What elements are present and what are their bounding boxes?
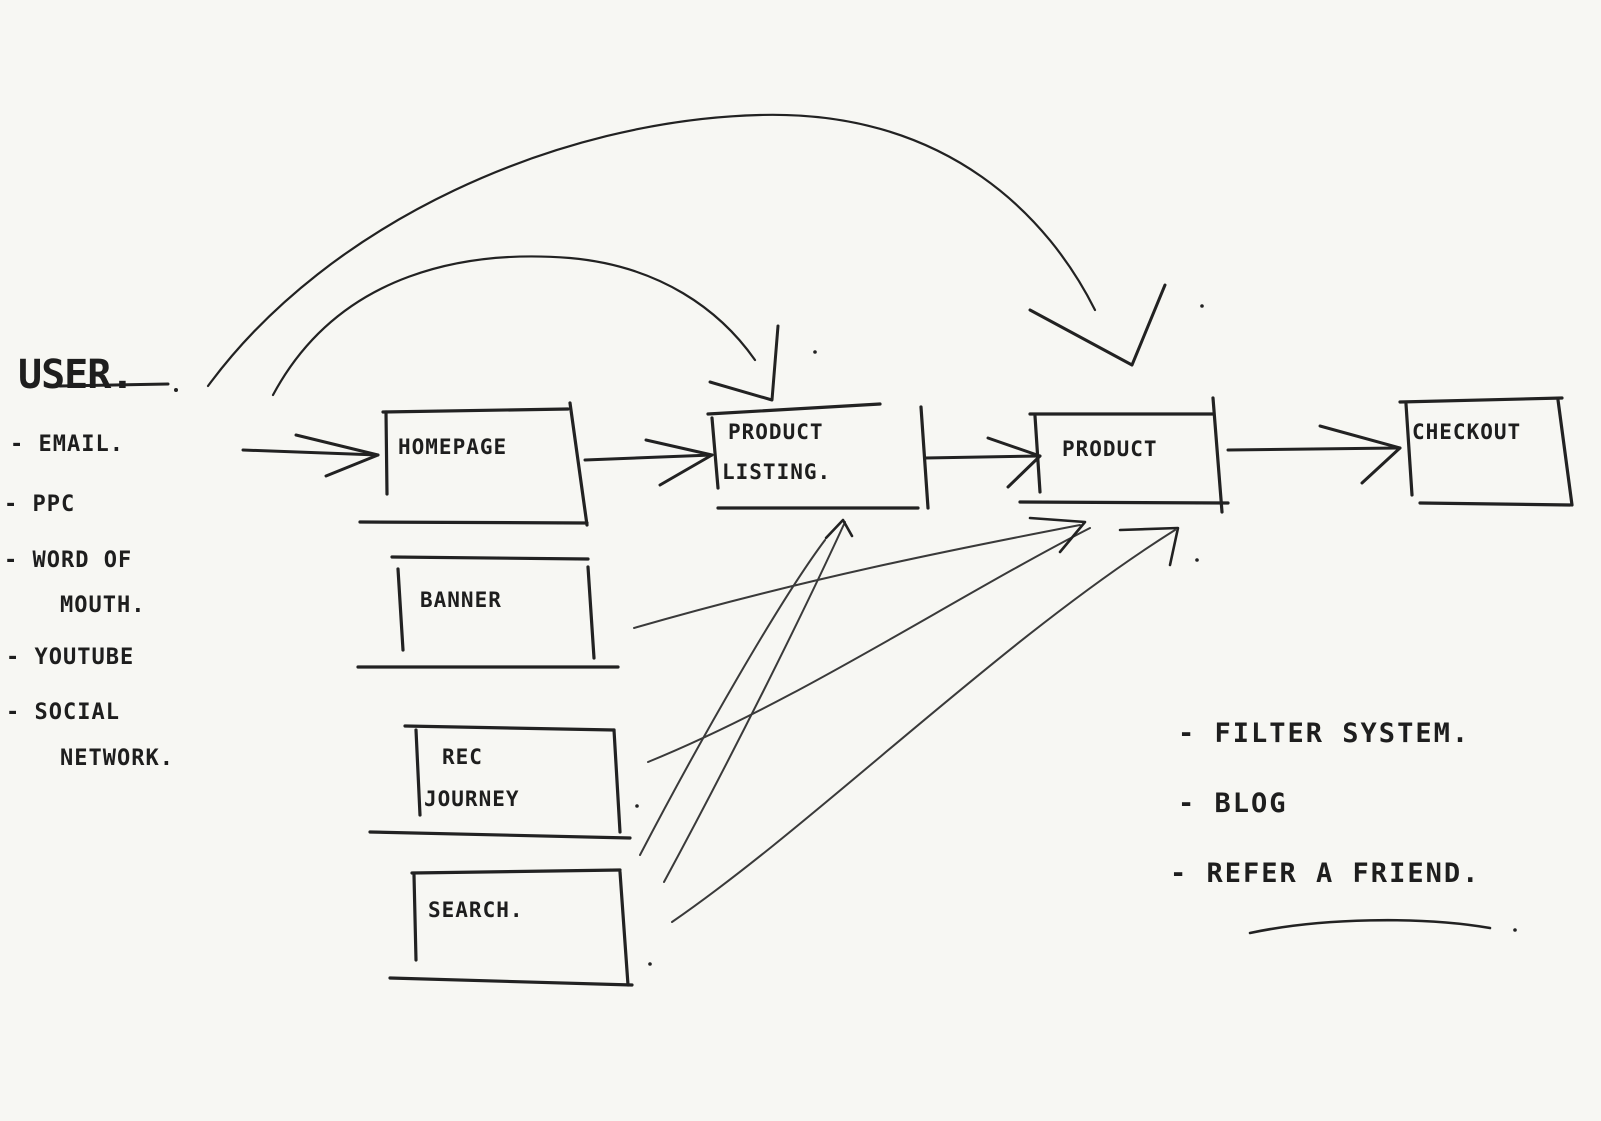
- arrow-rec-product: [647, 527, 1091, 763]
- note-refer-a-friend: - REFER A FRIEND.: [1170, 858, 1481, 889]
- source-email: - EMAIL.: [10, 432, 124, 457]
- arc-user-to-product: [206, 113, 1097, 388]
- source-ppc: - PPC: [4, 492, 76, 517]
- note-filter-system: - FILTER SYSTEM.: [1178, 718, 1471, 749]
- rec-journey-box-shape: [368, 724, 632, 840]
- arrow-product-checkout: [1226, 446, 1402, 452]
- arrow-listing-product: [923, 454, 1042, 460]
- checkout-box-shape: [1398, 396, 1574, 507]
- product-listing-box-shape: [706, 402, 930, 510]
- user-underline: [58, 382, 170, 388]
- arrow-rec-listing: [639, 539, 826, 856]
- notes-underline: [1248, 918, 1492, 935]
- arrow-search-listing: [663, 521, 846, 883]
- user-title: USER.: [18, 352, 134, 398]
- rec-journey-label-line1: REC: [442, 745, 483, 769]
- source-mouth: MOUTH.: [60, 593, 146, 618]
- source-youtube: - YOUTUBE: [6, 645, 135, 670]
- checkout-label: CHECKOUT: [1412, 420, 1522, 444]
- arrow-search-product: [671, 529, 1176, 923]
- product-label: PRODUCT: [1062, 437, 1158, 461]
- banner-label: BANNER: [420, 588, 502, 612]
- homepage-box-shape: [358, 401, 589, 527]
- arrow-user-homepage: [241, 448, 380, 457]
- arc-arrow-head-product: [1028, 283, 1167, 367]
- source-network: NETWORK.: [60, 746, 174, 771]
- arrow-homepage-listing: [583, 453, 714, 462]
- search-label: SEARCH.: [428, 898, 524, 922]
- banner-box-shape: [356, 555, 620, 669]
- product-listing-label-line2: LISTING.: [722, 460, 832, 484]
- arc-arrow-head-listing: [708, 324, 780, 402]
- arrow-banner-product: [633, 524, 1081, 629]
- arc-user-to-listing: [271, 255, 757, 397]
- rec-journey-label-line2: JOURNEY: [424, 787, 520, 811]
- source-word-of: - WORD OF: [4, 548, 133, 573]
- search-box-shape: [388, 868, 634, 987]
- homepage-label: HOMEPAGE: [398, 435, 508, 459]
- source-social: - SOCIAL: [6, 700, 120, 725]
- product-box-shape: [1018, 396, 1230, 514]
- product-listing-label-line1: PRODUCT: [728, 420, 824, 444]
- note-blog: - BLOG: [1178, 788, 1288, 819]
